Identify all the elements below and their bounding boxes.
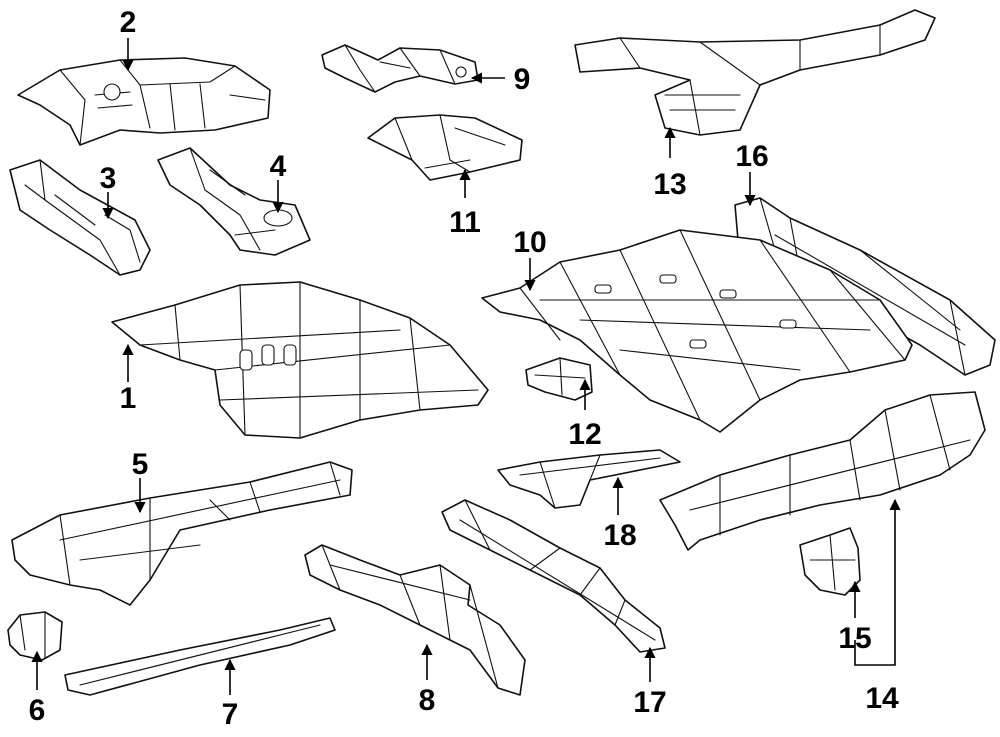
callout-7: 7 [222, 698, 239, 731]
callout-labels: 2 3 4 9 11 13 16 10 1 12 5 18 6 7 8 17 1… [29, 6, 899, 731]
callout-10: 10 [513, 226, 546, 259]
part-8-crossmember[interactable] [304, 544, 526, 696]
part-3-side-member[interactable] [9, 159, 151, 276]
callout-17: 17 [633, 686, 666, 719]
callout-9: 9 [514, 63, 531, 96]
part-18-bracket[interactable] [497, 449, 681, 509]
part-7-rocker-reinforcement[interactable] [64, 617, 336, 696]
callout-16: 16 [735, 140, 768, 173]
part-1-front-floor-pan[interactable] [111, 281, 489, 439]
part-14-side-member[interactable] [659, 391, 986, 551]
leader-lines [31, 38, 901, 695]
callout-4: 4 [270, 150, 287, 183]
callout-14: 14 [865, 682, 899, 715]
part-5-side-sill[interactable] [11, 461, 353, 606]
part-9-bracket[interactable] [321, 44, 479, 93]
callout-8: 8 [419, 684, 436, 717]
callout-11: 11 [449, 206, 481, 239]
callout-2: 2 [120, 6, 137, 39]
part-4-crossmember[interactable] [157, 147, 311, 256]
callout-1: 1 [120, 382, 137, 415]
callout-6: 6 [29, 694, 46, 727]
callout-3: 3 [100, 162, 117, 195]
part-15-bracket[interactable] [799, 527, 861, 596]
callout-13: 13 [653, 168, 686, 201]
callout-12: 12 [568, 418, 601, 451]
part-6-bracket[interactable] [7, 611, 63, 661]
callout-15: 15 [838, 622, 871, 655]
part-11-reinforcement[interactable] [367, 114, 523, 181]
part-13-rear-rail[interactable] [574, 9, 936, 136]
part-10-main-floor-pan[interactable] [481, 229, 913, 433]
part-17-side-member[interactable] [441, 499, 666, 653]
callout-5: 5 [132, 448, 149, 481]
part-12-small-bracket[interactable] [525, 357, 593, 401]
part-2-rear-floor-pan[interactable] [17, 57, 271, 146]
callout-18: 18 [603, 519, 636, 552]
